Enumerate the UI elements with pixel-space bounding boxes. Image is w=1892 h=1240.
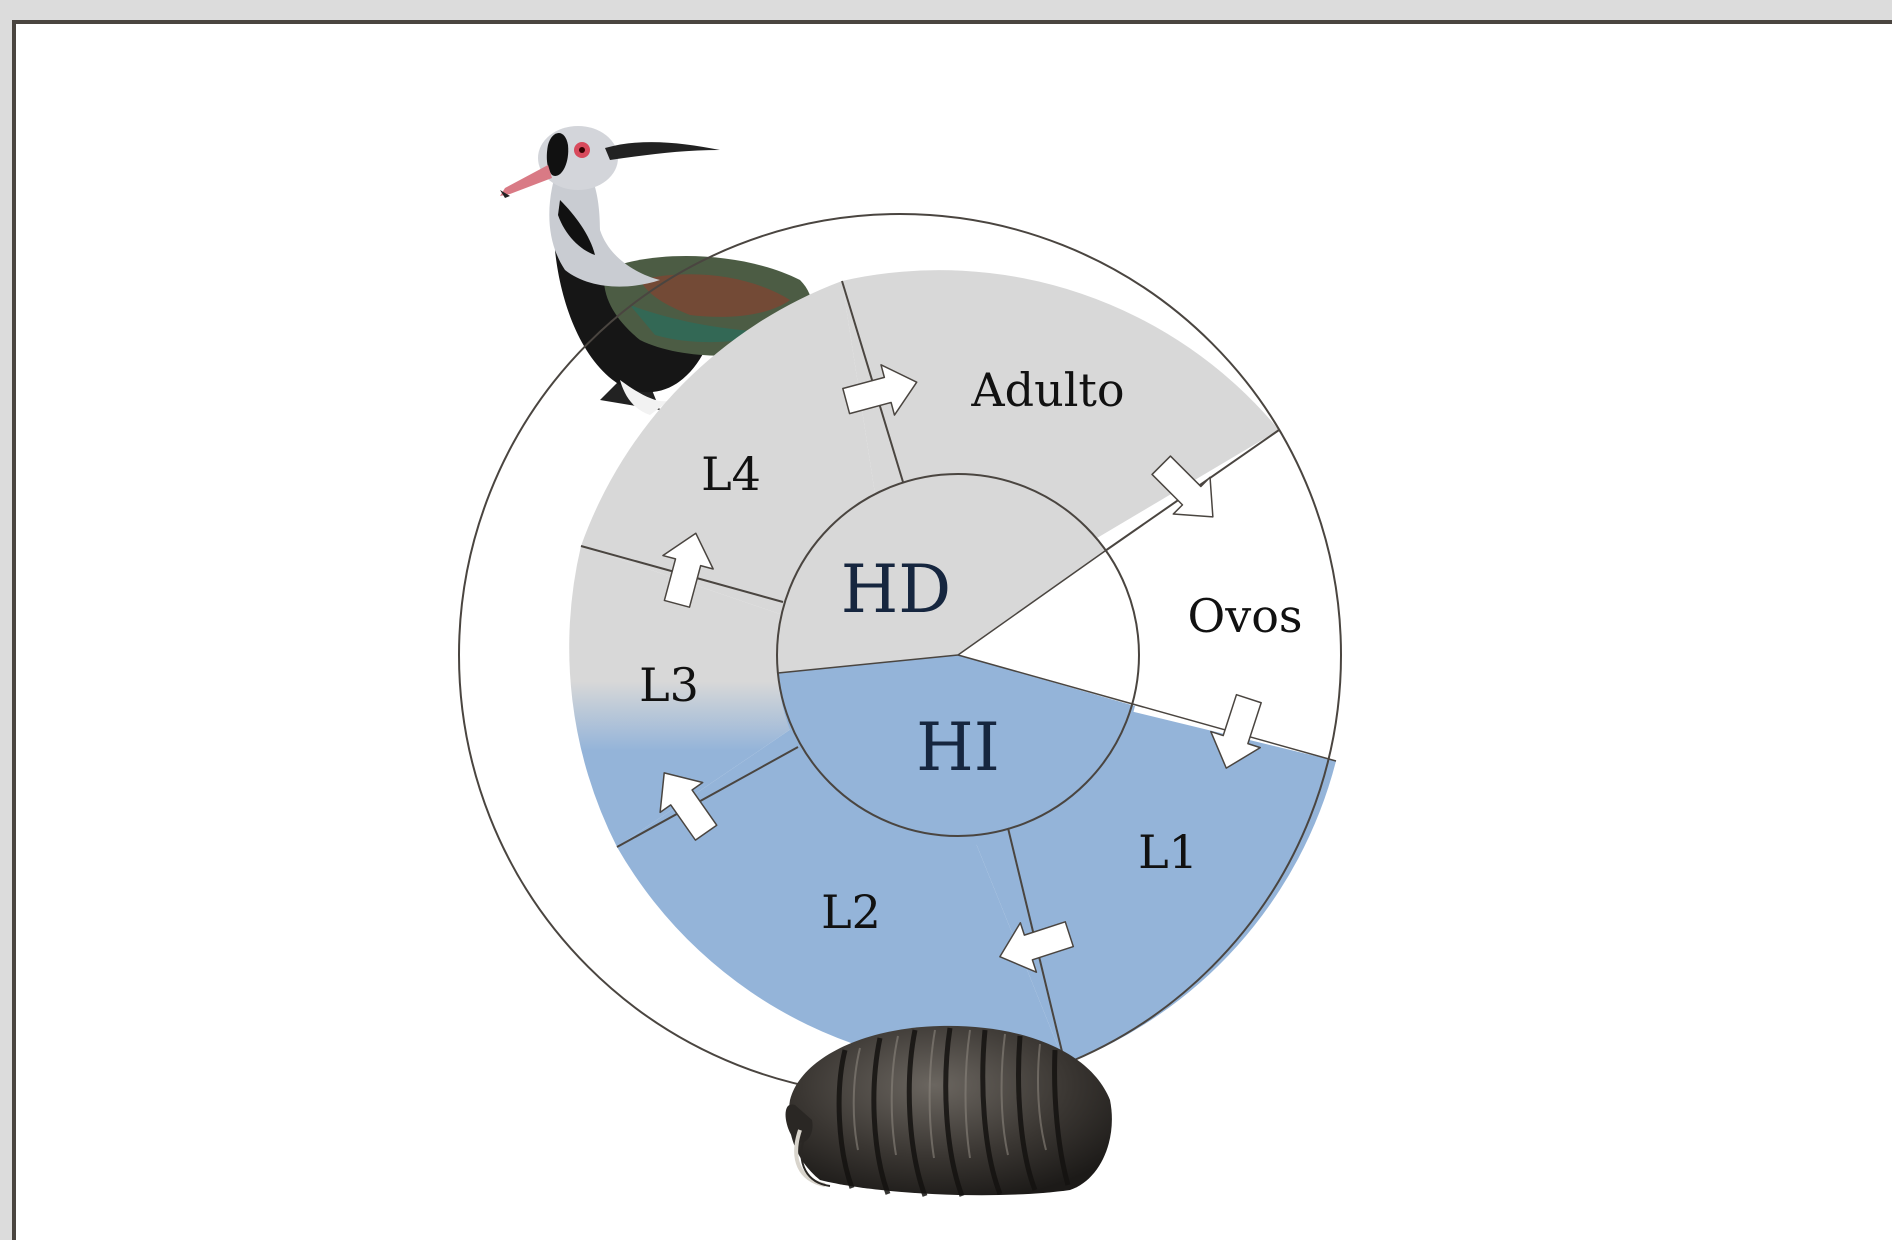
label-l4: L4 (701, 447, 761, 501)
bird-crest (605, 142, 720, 160)
label-l3: L3 (639, 658, 699, 712)
label-adult: Adulto (970, 363, 1124, 417)
bird-pupil (579, 147, 585, 153)
label-l2: L2 (821, 885, 881, 939)
label-hi: HI (916, 709, 1000, 786)
label-eggs: Ovos (1188, 589, 1303, 643)
label-hd: HD (841, 551, 951, 628)
bird-beak (500, 165, 552, 196)
label-l1: L1 (1138, 825, 1198, 879)
pill-bug-illustration (786, 1026, 1112, 1196)
